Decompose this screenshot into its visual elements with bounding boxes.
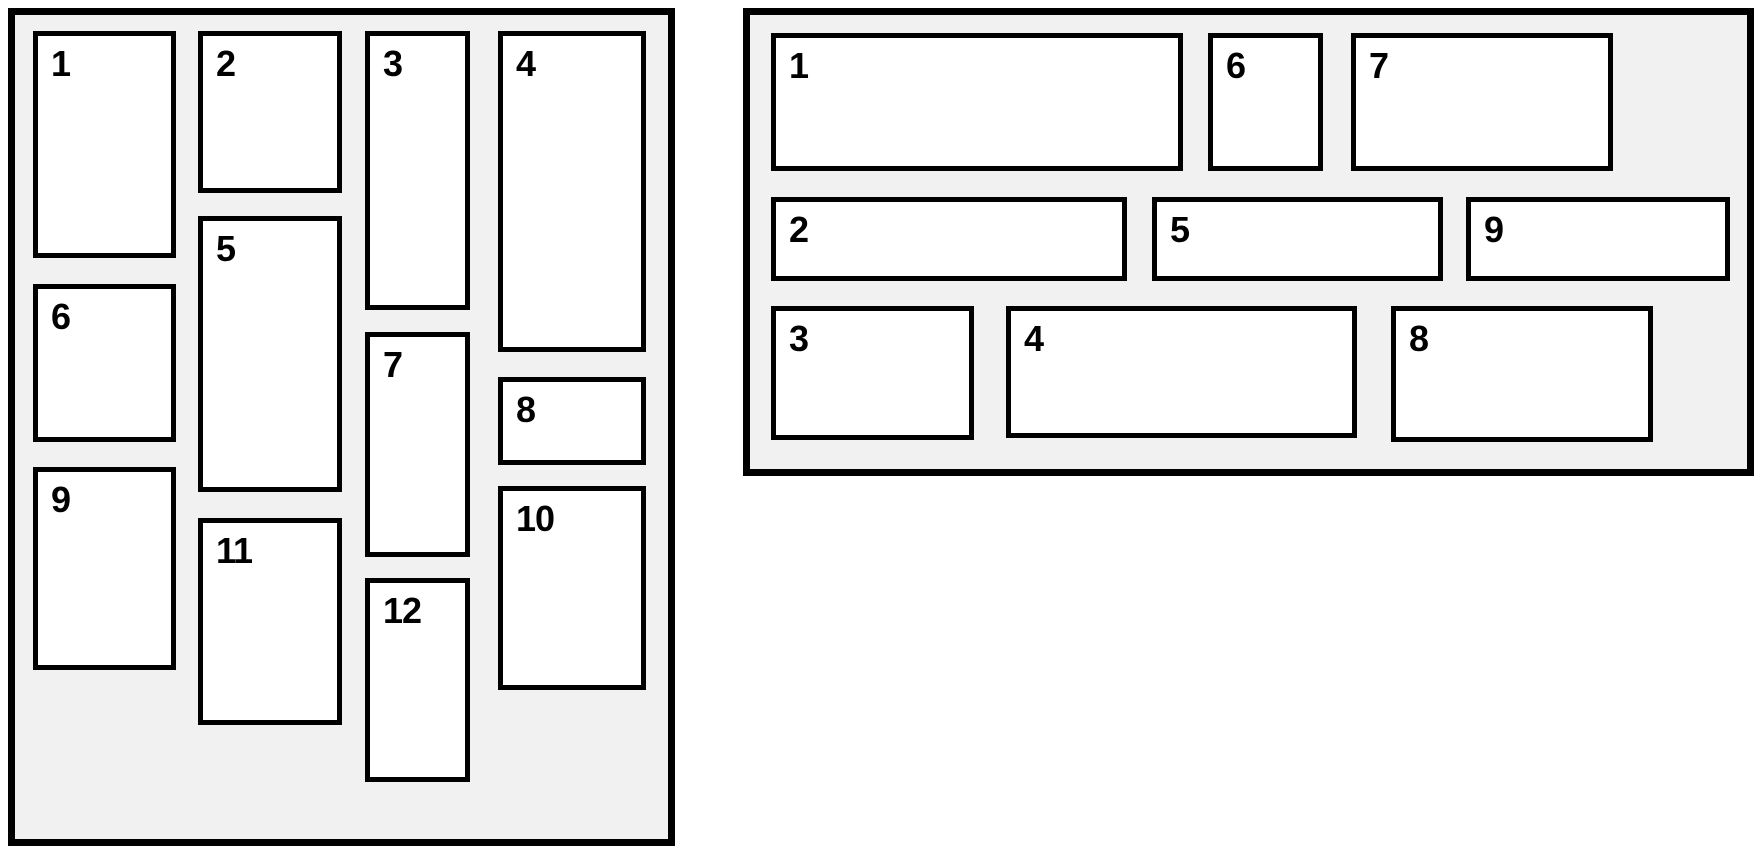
tile-number: 8: [516, 389, 536, 430]
tile-number: 4: [1024, 318, 1044, 359]
horizontal-masonry-panel: 1 2 3 4 5 6 7 8 9: [743, 8, 1754, 476]
masonry-tile-11: 11: [198, 518, 342, 725]
tile-number: 5: [216, 228, 236, 269]
tile-number: 6: [1226, 45, 1246, 86]
masonry-tile-2: 2: [771, 197, 1127, 281]
masonry-tile-8: 8: [1391, 306, 1653, 442]
tile-number: 9: [1484, 209, 1504, 250]
masonry-tile-12: 12: [365, 578, 470, 782]
tile-number: 10: [516, 498, 555, 539]
tile-number: 4: [516, 43, 536, 84]
tile-number: 1: [51, 43, 71, 84]
masonry-tile-10: 10: [498, 486, 646, 690]
tile-number: 2: [216, 43, 236, 84]
tile-number: 8: [1409, 318, 1429, 359]
masonry-tile-4: 4: [1006, 306, 1357, 438]
masonry-tile-6: 6: [33, 284, 176, 442]
masonry-tile-7: 7: [1351, 33, 1613, 171]
vertical-masonry-panel: 1 2 3 4 5 6 7 8 9 10 11 12: [8, 8, 675, 846]
masonry-tile-3: 3: [365, 31, 470, 310]
masonry-tile-5: 5: [1152, 197, 1443, 281]
tile-number: 3: [789, 318, 809, 359]
masonry-tile-5: 5: [198, 216, 342, 492]
tile-number: 3: [383, 43, 403, 84]
masonry-tile-9: 9: [1466, 197, 1730, 281]
tile-number: 11: [216, 530, 253, 571]
masonry-tile-1: 1: [771, 33, 1183, 171]
masonry-tile-8: 8: [498, 377, 646, 465]
masonry-tile-4: 4: [498, 31, 646, 352]
tile-number: 7: [1369, 45, 1389, 86]
tile-number: 6: [51, 296, 71, 337]
masonry-tile-7: 7: [365, 332, 470, 557]
masonry-tile-1: 1: [33, 31, 176, 258]
tile-number: 7: [383, 344, 403, 385]
tile-number: 12: [383, 590, 422, 631]
tile-number: 9: [51, 479, 71, 520]
tile-number: 2: [789, 209, 809, 250]
masonry-tile-3: 3: [771, 306, 974, 440]
masonry-tile-2: 2: [198, 31, 342, 193]
masonry-tile-6: 6: [1208, 33, 1323, 171]
tile-number: 1: [789, 45, 809, 86]
masonry-tile-9: 9: [33, 467, 176, 670]
tile-number: 5: [1170, 209, 1190, 250]
